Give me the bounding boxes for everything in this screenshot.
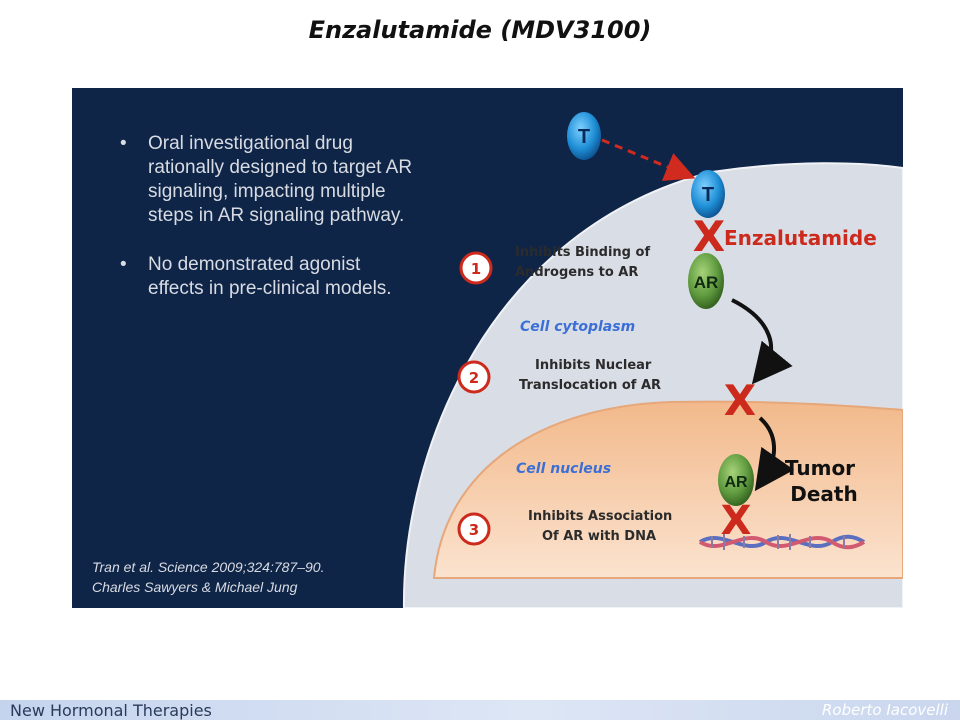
step-3-text-line2: Of AR with DNA [542,529,656,544]
bullet-item: Oral investigational drug rationally des… [116,132,416,228]
testosterone-label: T [578,126,590,148]
step-1-number: 1 [471,260,481,278]
step-1-text-line1: Inhibits Binding of [515,245,650,260]
bullet-item: No demonstrated agonist effects in pre-c… [116,253,416,301]
step-2-text-line2: Translocation of AR [519,378,661,393]
figure-panel: T T X Enzalutamide AR X AR X Tumo [72,88,903,608]
step-3-text-line1: Inhibits Association [528,509,672,524]
footer-bar: New Hormonal Therapies Roberto Iacovelli [0,700,960,720]
block-mark-translocation: X [724,376,756,425]
nuclear-androgen-receptor-label: AR [724,474,748,491]
step-3-number: 3 [469,521,479,539]
drug-label: Enzalutamide [724,226,877,250]
outcome-line1: Tumor [785,456,855,480]
step-2-number: 2 [469,369,479,387]
footer-section-title: New Hormonal Therapies [10,701,212,720]
binding-arrow [602,140,687,175]
slide-title: Enzalutamide (MDV3100) [0,16,960,44]
footer-author: Roberto Iacovelli [822,701,948,719]
bullet-list: Oral investigational drug rationally des… [116,132,416,326]
citation: Tran et al. Science 2009;324:787–90. Cha… [92,557,324,597]
outcome-line2: Death [790,482,857,506]
citation-line: Tran et al. Science 2009;324:787–90. [92,557,324,577]
cytoplasm-label: Cell cytoplasm [520,319,635,335]
citation-line: Charles Sawyers & Michael Jung [92,577,324,597]
step-2-text-line1: Inhibits Nuclear [535,358,652,373]
nucleus-label: Cell nucleus [516,461,611,477]
bound-testosterone-label: T [702,184,714,206]
step-1-text-line2: Androgens to AR [515,265,638,280]
androgen-receptor-label: AR [694,273,719,292]
